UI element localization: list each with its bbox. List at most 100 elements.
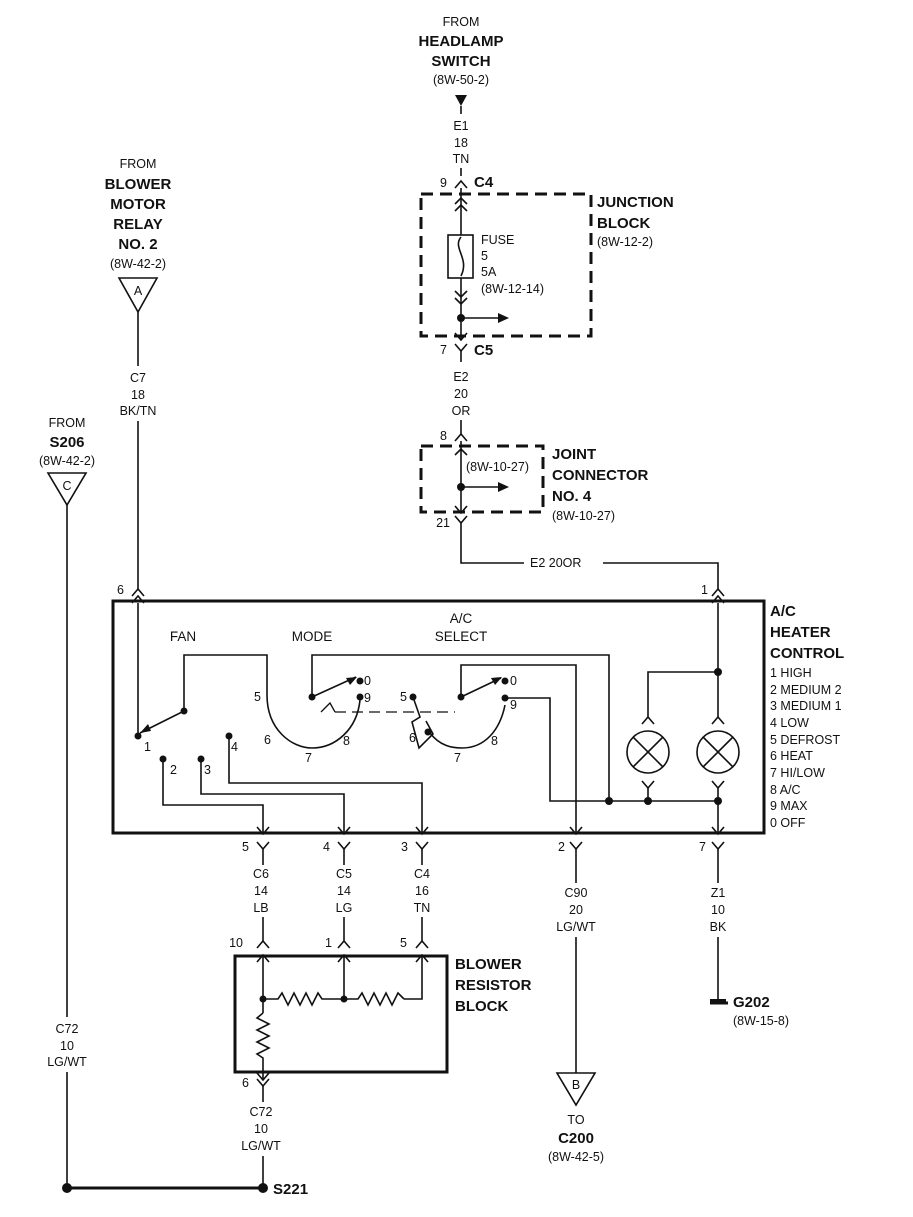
fuse-number: 5 bbox=[481, 249, 488, 263]
ground-ref: (8W-15-8) bbox=[733, 1014, 789, 1028]
ahc-title-line2: HEATER bbox=[770, 624, 831, 641]
s206-source: FROM S206 (8W-42-2) C bbox=[39, 416, 95, 507]
ahc-pin-5: 5 bbox=[242, 840, 249, 854]
sel-linkage bbox=[411, 696, 434, 750]
wire-segment bbox=[404, 955, 423, 1000]
switch-contact-dot bbox=[356, 677, 364, 685]
ac-select-line2: SELECT bbox=[435, 629, 488, 644]
wire-c6-color: LB bbox=[253, 901, 268, 915]
terminal-icon bbox=[711, 715, 725, 725]
c200-ref: (8W-42-5) bbox=[548, 1150, 604, 1164]
terminal-icon bbox=[641, 780, 655, 790]
brb-title-line2: RESISTOR bbox=[455, 977, 532, 994]
fuse-ref: (8W-12-14) bbox=[481, 282, 544, 296]
wire-c7-circuit: C7 bbox=[130, 371, 146, 385]
fan-pos-3: 3 bbox=[204, 763, 211, 777]
wire-e1-label: E1 18 TN bbox=[453, 119, 470, 166]
wire-segment bbox=[162, 759, 264, 834]
fan-pos-2: 2 bbox=[170, 763, 177, 777]
wire-c5-gauge: 14 bbox=[337, 884, 351, 898]
wire-z1-color: BK bbox=[710, 920, 727, 934]
brb-title-line3: BLOCK bbox=[455, 998, 508, 1015]
mode-pos-6: 6 bbox=[264, 733, 271, 747]
lamp-icon bbox=[696, 730, 740, 774]
fan-label: FAN bbox=[170, 629, 196, 644]
linkage-icon bbox=[320, 701, 336, 713]
ac-select-line1: A/C bbox=[450, 611, 473, 626]
jc-title-line3: NO. 4 bbox=[552, 488, 592, 505]
brb-pin-10: 10 bbox=[229, 936, 243, 950]
ahc-bottom-connectors: 5 4 3 2 7 bbox=[242, 840, 725, 854]
wire-c72-bottom-color: LG/WT bbox=[241, 1139, 281, 1153]
mode-label: MODE bbox=[292, 629, 333, 644]
offpage-triangle-c-icon bbox=[46, 472, 88, 507]
legend-item: 2 MEDIUM 2 bbox=[770, 683, 842, 697]
legend-item: 3 MEDIUM 1 bbox=[770, 699, 842, 713]
connector-icon bbox=[415, 939, 429, 949]
s206-ref: (8W-42-2) bbox=[39, 454, 95, 468]
connector-c5-icon bbox=[454, 343, 468, 353]
wire-segment bbox=[311, 654, 610, 801]
resistor-icon bbox=[255, 1012, 271, 1080]
sel-arc bbox=[429, 704, 506, 749]
connector-pin-1-icon bbox=[711, 587, 725, 604]
headlamp-switch-source: FROM HEADLAMP SWITCH (8W-50-2) bbox=[419, 15, 504, 106]
wire-c6-label: C6 14 LB bbox=[253, 867, 269, 915]
jb-pin-9: 9 bbox=[440, 176, 447, 190]
s206-name: S206 bbox=[49, 434, 84, 451]
wire-e2-inline-label: E2 20OR bbox=[530, 556, 581, 570]
blower-relay-ref: (8W-42-2) bbox=[110, 257, 166, 271]
jb-pin-7: 7 bbox=[440, 343, 447, 357]
wire-e2-color: OR bbox=[452, 404, 471, 418]
offpage-tag-a: A bbox=[134, 284, 143, 298]
resistor-icon bbox=[344, 991, 405, 1007]
arrow-right-icon bbox=[498, 482, 509, 492]
mode-arc bbox=[266, 694, 361, 749]
wire-c72-bottom-label: C72 10 LG/WT bbox=[241, 1105, 281, 1153]
jc-pin-8: 8 bbox=[440, 429, 447, 443]
wire-c90-label: C90 20 LG/WT bbox=[556, 886, 596, 934]
headlamp-ref: (8W-50-2) bbox=[433, 73, 489, 87]
wire-e2-circuit: E2 bbox=[453, 370, 468, 384]
sel-pos-5: 5 bbox=[400, 690, 407, 704]
brb-pin-6: 6 bbox=[242, 1076, 249, 1090]
blower-relay-from: FROM bbox=[120, 157, 157, 171]
wire-c90-color: LG/WT bbox=[556, 920, 596, 934]
headlamp-name-line2: SWITCH bbox=[431, 53, 490, 70]
junction-block-outline bbox=[419, 192, 593, 338]
fuse-element-icon bbox=[457, 236, 465, 277]
wire-e2-gauge: 20 bbox=[454, 387, 468, 401]
jb-connector-c5: C5 bbox=[474, 342, 493, 359]
mode-pos-9: 9 bbox=[364, 691, 371, 705]
blower-relay-line2: MOTOR bbox=[110, 196, 166, 213]
switch-contact-dot bbox=[501, 677, 509, 685]
legend-item: 7 HI/LOW bbox=[770, 766, 825, 780]
mode-pos-0: 0 bbox=[364, 674, 371, 688]
jb-title-line2: BLOCK bbox=[597, 215, 650, 232]
connector-pin-6-icon bbox=[131, 587, 145, 604]
mode-pos-7: 7 bbox=[305, 751, 312, 765]
arrow-down-icon bbox=[711, 826, 725, 836]
blower-resistor-outline bbox=[233, 954, 449, 1074]
splice-s221: S221 bbox=[62, 1181, 308, 1198]
connector-icon bbox=[711, 841, 725, 851]
blower-relay-line4: NO. 2 bbox=[118, 236, 157, 253]
fan-pos-1: 1 bbox=[144, 740, 151, 754]
ac-heater-control-outline bbox=[111, 599, 766, 835]
mode-pos-5: 5 bbox=[254, 690, 261, 704]
jb-ref: (8W-12-2) bbox=[597, 235, 653, 249]
splice-dot bbox=[258, 1183, 268, 1193]
switch-arrow-icon bbox=[346, 677, 357, 685]
splice-dot bbox=[644, 797, 652, 805]
headlamp-from-label: FROM bbox=[443, 15, 480, 29]
source-arrow-icon bbox=[455, 95, 467, 106]
resistor-icon bbox=[263, 991, 344, 1007]
wire-c72-left-circuit: C72 bbox=[56, 1022, 79, 1036]
ahc-title-line1: A/C bbox=[770, 603, 796, 620]
wire-segment bbox=[228, 736, 423, 834]
ground-g202: G202 (8W-15-8) bbox=[710, 994, 789, 1028]
lamp-cross-icon bbox=[702, 736, 734, 768]
wire-c6-circuit: C6 bbox=[253, 867, 269, 881]
ahc-pin-1: 1 bbox=[701, 583, 708, 597]
